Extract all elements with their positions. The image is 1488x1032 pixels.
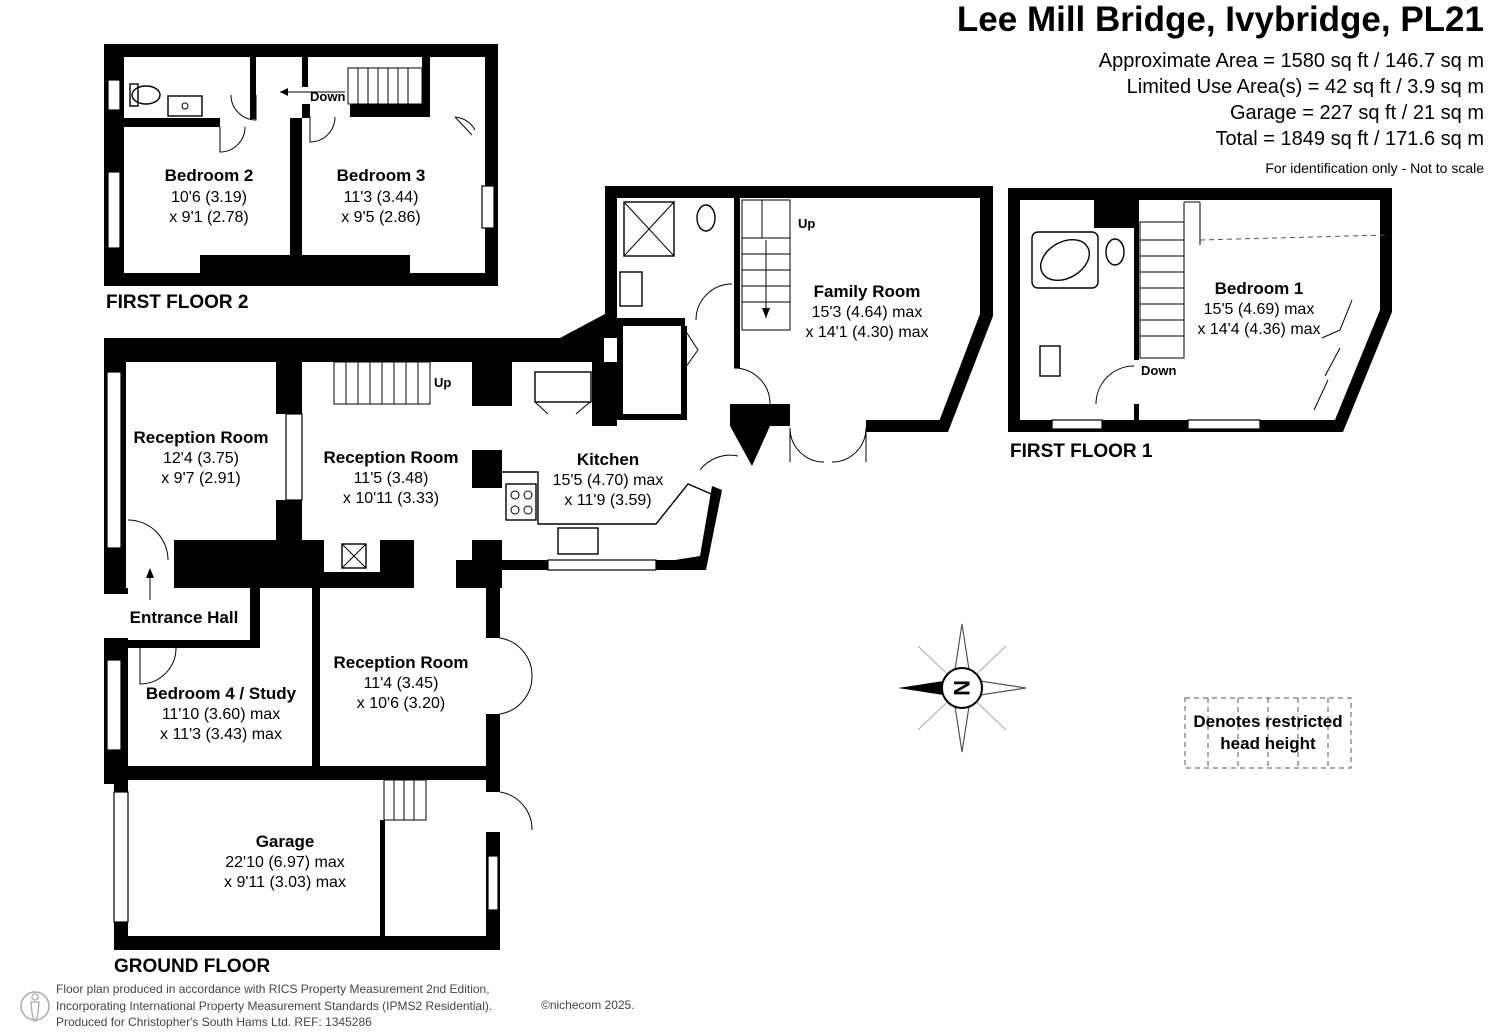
garage-name: Garage bbox=[256, 832, 315, 851]
reception-lower-dim1: 11'4 (3.45) bbox=[364, 675, 439, 692]
legend-line2: head height bbox=[1220, 734, 1316, 753]
bedroom3-dim1: 11'3 (3.44) bbox=[344, 189, 419, 206]
first-floor-1-label: FIRST FLOOR 1 bbox=[1010, 441, 1153, 462]
ground-floor-plan bbox=[104, 186, 993, 950]
ff1-down-label: Down bbox=[1141, 363, 1176, 378]
bedroom2-dim2: x 9'1 (2.78) bbox=[169, 209, 249, 226]
footer-line2: Incorporating International Property Mea… bbox=[56, 998, 493, 1013]
area-garage: Garage = 227 sq ft / 21 sq m bbox=[1229, 102, 1484, 124]
bedroom2-name: Bedroom 2 bbox=[165, 166, 254, 185]
reception-left-dim1: 12'4 (3.75) bbox=[163, 450, 239, 467]
copyright-notice: ©nichecom 2025. bbox=[541, 998, 635, 1012]
garage-dim1: 22'10 (6.97) max bbox=[225, 854, 345, 871]
reception-left-name: Reception Room bbox=[133, 428, 268, 447]
kitchen-dim2: x 11'9 (3.59) bbox=[564, 492, 651, 509]
bedroom3-dim2: x 9'5 (2.86) bbox=[341, 209, 421, 226]
ground-floor-label: GROUND FLOOR bbox=[114, 956, 270, 977]
garage-dim2: x 9'11 (3.03) max bbox=[224, 874, 346, 891]
legend-line1: Denotes restricted bbox=[1193, 712, 1343, 731]
reception-mid-dim2: x 10'11 (3.33) bbox=[343, 490, 439, 507]
property-title: Lee Mill Bridge, Ivybridge, PL21 bbox=[956, 0, 1484, 39]
family-room-name: Family Room bbox=[814, 282, 921, 301]
family-room-dim2: x 14'1 (4.30) max bbox=[805, 324, 928, 341]
footer-notes: Floor plan produced in accordance with R… bbox=[56, 981, 492, 1031]
first-floor-2-plan bbox=[104, 44, 498, 286]
scale-note: For identification only - Not to scale bbox=[1265, 160, 1484, 176]
reception-lower-name: Reception Room bbox=[333, 653, 468, 672]
first-floor-2-label: FIRST FLOOR 2 bbox=[106, 292, 249, 313]
restricted-head-height-swatch bbox=[1184, 697, 1352, 769]
family-room-dim1: 15'3 (4.64) max bbox=[812, 304, 923, 321]
compass-letter: N bbox=[949, 680, 974, 696]
reception-lower-dim2: x 10'6 (3.20) bbox=[357, 695, 445, 712]
family-up-label: Up bbox=[798, 216, 815, 231]
bedroom1-dim1: 15'5 (4.69) max bbox=[1204, 301, 1315, 318]
first-floor-1-plan bbox=[1008, 188, 1392, 432]
bedroom4-dim1: 11'10 (3.60) max bbox=[162, 706, 280, 723]
ff2-down-label: Down bbox=[310, 89, 345, 104]
bedroom3-name: Bedroom 3 bbox=[337, 166, 426, 185]
footer-line1: Floor plan produced in accordance with R… bbox=[56, 982, 490, 996]
area-summary: Approximate Area = 1580 sq ft / 146.7 sq… bbox=[1099, 48, 1484, 152]
bedroom1-name: Bedroom 1 bbox=[1215, 279, 1304, 298]
entrance-hall-name: Entrance Hall bbox=[130, 608, 239, 627]
reception-mid-dim1: 11'5 (3.48) bbox=[354, 470, 429, 487]
restricted-legend-text: Denotes restricted head height bbox=[1185, 711, 1351, 755]
kitchen-name: Kitchen bbox=[577, 450, 639, 469]
area-approximate: Approximate Area = 1580 sq ft / 146.7 sq… bbox=[1098, 50, 1484, 72]
reception-left-dim2: x 9'7 (2.91) bbox=[161, 470, 241, 487]
bedroom1-dim2: x 14'4 (4.36) max bbox=[1197, 321, 1320, 338]
area-total: Total = 1849 sq ft / 171.6 sq m bbox=[1215, 128, 1485, 150]
bedroom4-dim2: x 11'3 (3.43) max bbox=[160, 726, 282, 743]
compass-rose-icon: N bbox=[898, 623, 1027, 753]
reception-mid-name: Reception Room bbox=[323, 448, 458, 467]
reception-up-label: Up bbox=[434, 375, 451, 390]
kitchen-dim1: 15'5 (4.70) max bbox=[553, 472, 664, 489]
area-limited-use: Limited Use Area(s) = 42 sq ft / 3.9 sq … bbox=[1126, 76, 1484, 98]
bedroom2-dim1: 10'6 (3.19) bbox=[171, 189, 247, 206]
footer-line3: Produced for Christopher's South Hams Lt… bbox=[56, 1015, 372, 1029]
bedroom4-name: Bedroom 4 / Study bbox=[146, 684, 297, 703]
person-scale-icon bbox=[20, 991, 50, 1022]
